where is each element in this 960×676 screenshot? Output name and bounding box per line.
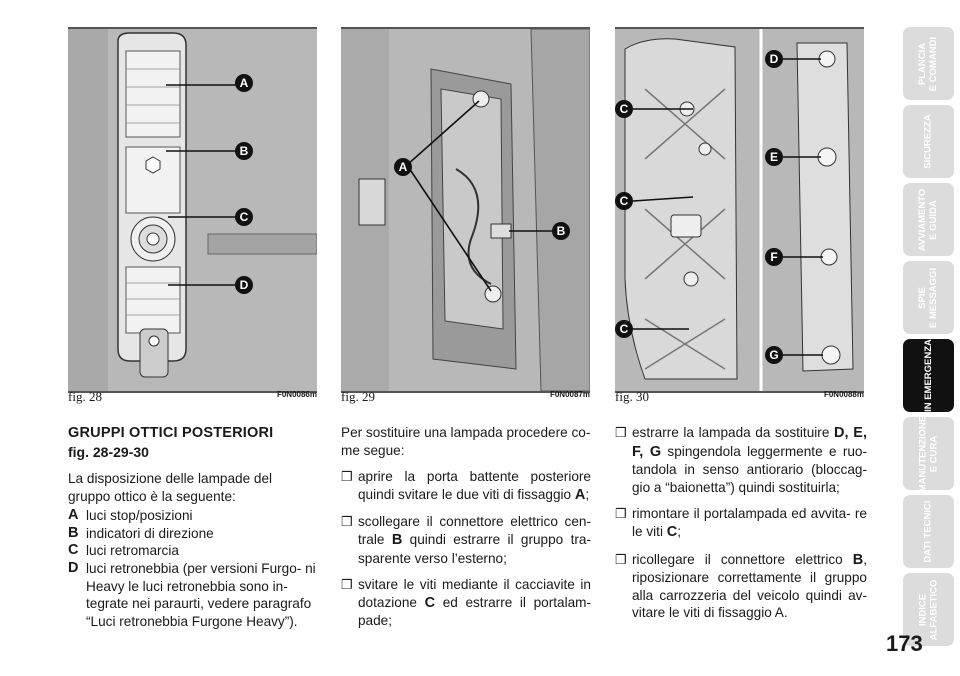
step-text: estrarre la lampada da sostituire bbox=[632, 425, 834, 440]
step-text: ; bbox=[585, 486, 590, 502]
figure-label: fig. 29 bbox=[341, 389, 375, 404]
step-text: ricollegare il connettore elettrico bbox=[632, 551, 853, 567]
tab-sicurezza[interactable]: SICUREZZA bbox=[903, 105, 954, 178]
tab-label: DATI TECNICI bbox=[923, 500, 935, 563]
checkbox-bullet-icon: ❒ bbox=[615, 425, 627, 440]
step-text: , riposizionare correttamente il gruppo … bbox=[632, 551, 867, 621]
section-heading: GRUPPI OTTICI POSTERIORI bbox=[68, 425, 274, 441]
tab-spie-e-messaggi[interactable]: SPIE E MESSAGGI bbox=[903, 261, 954, 334]
procedure-step: ❒ aprire la porta battente posteriore qu… bbox=[341, 468, 591, 504]
figure-29-caption: fig. 29 F0N0087m bbox=[341, 389, 590, 405]
legend-text: luci stop/posizioni bbox=[86, 508, 193, 524]
figure-29-rear-door-screws: A B bbox=[341, 27, 590, 393]
legend-key: C bbox=[68, 542, 79, 559]
legend-key: D bbox=[68, 559, 79, 576]
fig30-callout-c3: C bbox=[620, 322, 629, 336]
legend-text: luci retromarcia bbox=[86, 543, 179, 559]
step-text: svitare le viti mediante il cacciavite i… bbox=[358, 577, 591, 610]
column-procedure: Per sostituire una lampada procedere co-… bbox=[341, 424, 591, 630]
legend-key: A bbox=[68, 507, 79, 524]
tab-label: PLANCIA E COMANDI bbox=[917, 36, 940, 91]
legend-item: B indicatori di direzione bbox=[68, 525, 318, 543]
legend-item: D luci retronebbia (per versioni Furgo- … bbox=[68, 560, 318, 630]
fig30-callout-e: E bbox=[770, 150, 778, 164]
procedure-intro: Per sostituire una lampada procedere co-… bbox=[341, 425, 591, 458]
intro-text: La disposizione delle lampade del gruppo… bbox=[68, 471, 273, 504]
fig29-callout-a: A bbox=[399, 160, 408, 174]
figure-label: fig. 28 bbox=[68, 389, 102, 404]
procedure-step: ❒ rimontare il portalampada ed avvita- r… bbox=[615, 505, 867, 541]
figure-label: fig. 30 bbox=[615, 389, 649, 404]
figure-code: F0N0087m bbox=[549, 390, 590, 399]
tab-dati-tecnici[interactable]: DATI TECNICI bbox=[903, 495, 954, 568]
fig29-callout-b: B bbox=[557, 224, 566, 238]
legend-text: indicatori di direzione bbox=[86, 525, 214, 541]
page-number: 173 bbox=[886, 631, 923, 656]
tab-in-emergenza[interactable]: IN EMERGENZA bbox=[903, 339, 954, 412]
procedure-step: ❒ svitare le viti mediante il cacciavite… bbox=[341, 576, 591, 630]
tab-plancia-e-comandi[interactable]: PLANCIA E COMANDI bbox=[903, 27, 954, 100]
tab-indice-alfabetico[interactable]: INDICE ALFABETICO bbox=[903, 573, 954, 646]
checkbox-bullet-icon: ❒ bbox=[615, 506, 627, 522]
procedure-step: ❒ estrarre la lampada da sostituire D, E… bbox=[615, 424, 867, 496]
figure-30-caption: fig. 30 F0N0088m bbox=[615, 389, 864, 405]
fig30-callout-c1: C bbox=[620, 102, 629, 116]
tab-manutenzione-e-cura[interactable]: MANUTENZIONE E CURA bbox=[903, 415, 954, 492]
fig30-callout-f: F bbox=[770, 250, 777, 264]
column-procedure-continued: ❒ estrarre la lampada da sostituire D, E… bbox=[615, 424, 867, 622]
lamp-legend: A luci stop/posizioni B indicatori di di… bbox=[68, 507, 318, 630]
step-key: C bbox=[424, 594, 436, 611]
step-key: A bbox=[574, 486, 586, 503]
step-text: ed estrarre il portalam- pade; bbox=[358, 594, 591, 629]
step-text: scollegare il connettore elettrico cen- … bbox=[358, 514, 591, 547]
checkbox-bullet-icon: ❒ bbox=[341, 577, 353, 593]
step-key: B bbox=[391, 531, 403, 548]
checkbox-bullet-icon: ❒ bbox=[615, 551, 627, 567]
tab-label: SPIE E MESSAGGI bbox=[917, 267, 940, 328]
figure-code: F0N0088m bbox=[823, 390, 864, 399]
figure-29-illustration: A B bbox=[341, 29, 590, 391]
checkbox-bullet-icon: ❒ bbox=[341, 469, 353, 485]
fig30-callout-c2: C bbox=[620, 194, 629, 208]
step-key: C bbox=[666, 523, 678, 540]
section-figure-ref: fig. 28-29-30 bbox=[68, 444, 149, 460]
tab-label: SICUREZZA bbox=[923, 114, 934, 169]
fig28-callout-d: D bbox=[240, 278, 249, 292]
fig28-callout-a: A bbox=[240, 76, 249, 90]
legend-key: B bbox=[68, 524, 79, 541]
procedure-step: ❒ ricollegare il connettore elettrico B,… bbox=[615, 551, 867, 622]
step-text: rimontare il portalampada ed avvita- re … bbox=[632, 506, 867, 539]
fig30-callout-g: G bbox=[769, 348, 778, 362]
tab-label: AVVIAMENTO E GUIDA bbox=[917, 188, 940, 251]
figure-30-illustration: D C E C F C G bbox=[615, 29, 864, 391]
figure-code: F0N0086m bbox=[276, 390, 317, 399]
tab-label: MANUTENZIONE E CURA bbox=[917, 415, 940, 492]
legend-item: C luci retromarcia bbox=[68, 542, 318, 560]
step-key: B bbox=[852, 551, 864, 568]
fig28-callout-c: C bbox=[240, 210, 249, 224]
fig30-callout-d: D bbox=[770, 52, 779, 66]
fig28-callout-b: B bbox=[240, 144, 249, 158]
figure-30-lamp-holder: D C E C F C G bbox=[615, 27, 864, 393]
procedure-step: ❒ scollegare il connettore elettrico cen… bbox=[341, 513, 591, 567]
figure-28-illustration: A B C D bbox=[68, 29, 317, 391]
figure-28-rear-light-cluster: A B C D bbox=[68, 27, 317, 393]
tab-avviamento-e-guida[interactable]: AVVIAMENTO E GUIDA bbox=[903, 183, 954, 256]
step-text: aprire la porta battente posteriore quin… bbox=[358, 469, 591, 502]
step-text: quindi estrarre il gruppo tra- sparente … bbox=[358, 531, 591, 566]
legend-item: A luci stop/posizioni bbox=[68, 507, 318, 525]
step-key: D, E, F, G bbox=[632, 425, 867, 460]
step-text: spingendola leggermente e ruo- tandola i… bbox=[632, 443, 867, 495]
tab-label: IN EMERGENZA bbox=[923, 339, 934, 412]
checkbox-bullet-icon: ❒ bbox=[341, 514, 353, 530]
column-lamp-layout: GRUPPI OTTICI POSTERIORI fig. 28-29-30 L… bbox=[68, 424, 318, 630]
step-text: ; bbox=[677, 523, 682, 539]
legend-text: luci retronebbia (per versioni Furgo- ni… bbox=[86, 560, 316, 629]
figure-28-caption: fig. 28 F0N0086m bbox=[68, 389, 317, 405]
